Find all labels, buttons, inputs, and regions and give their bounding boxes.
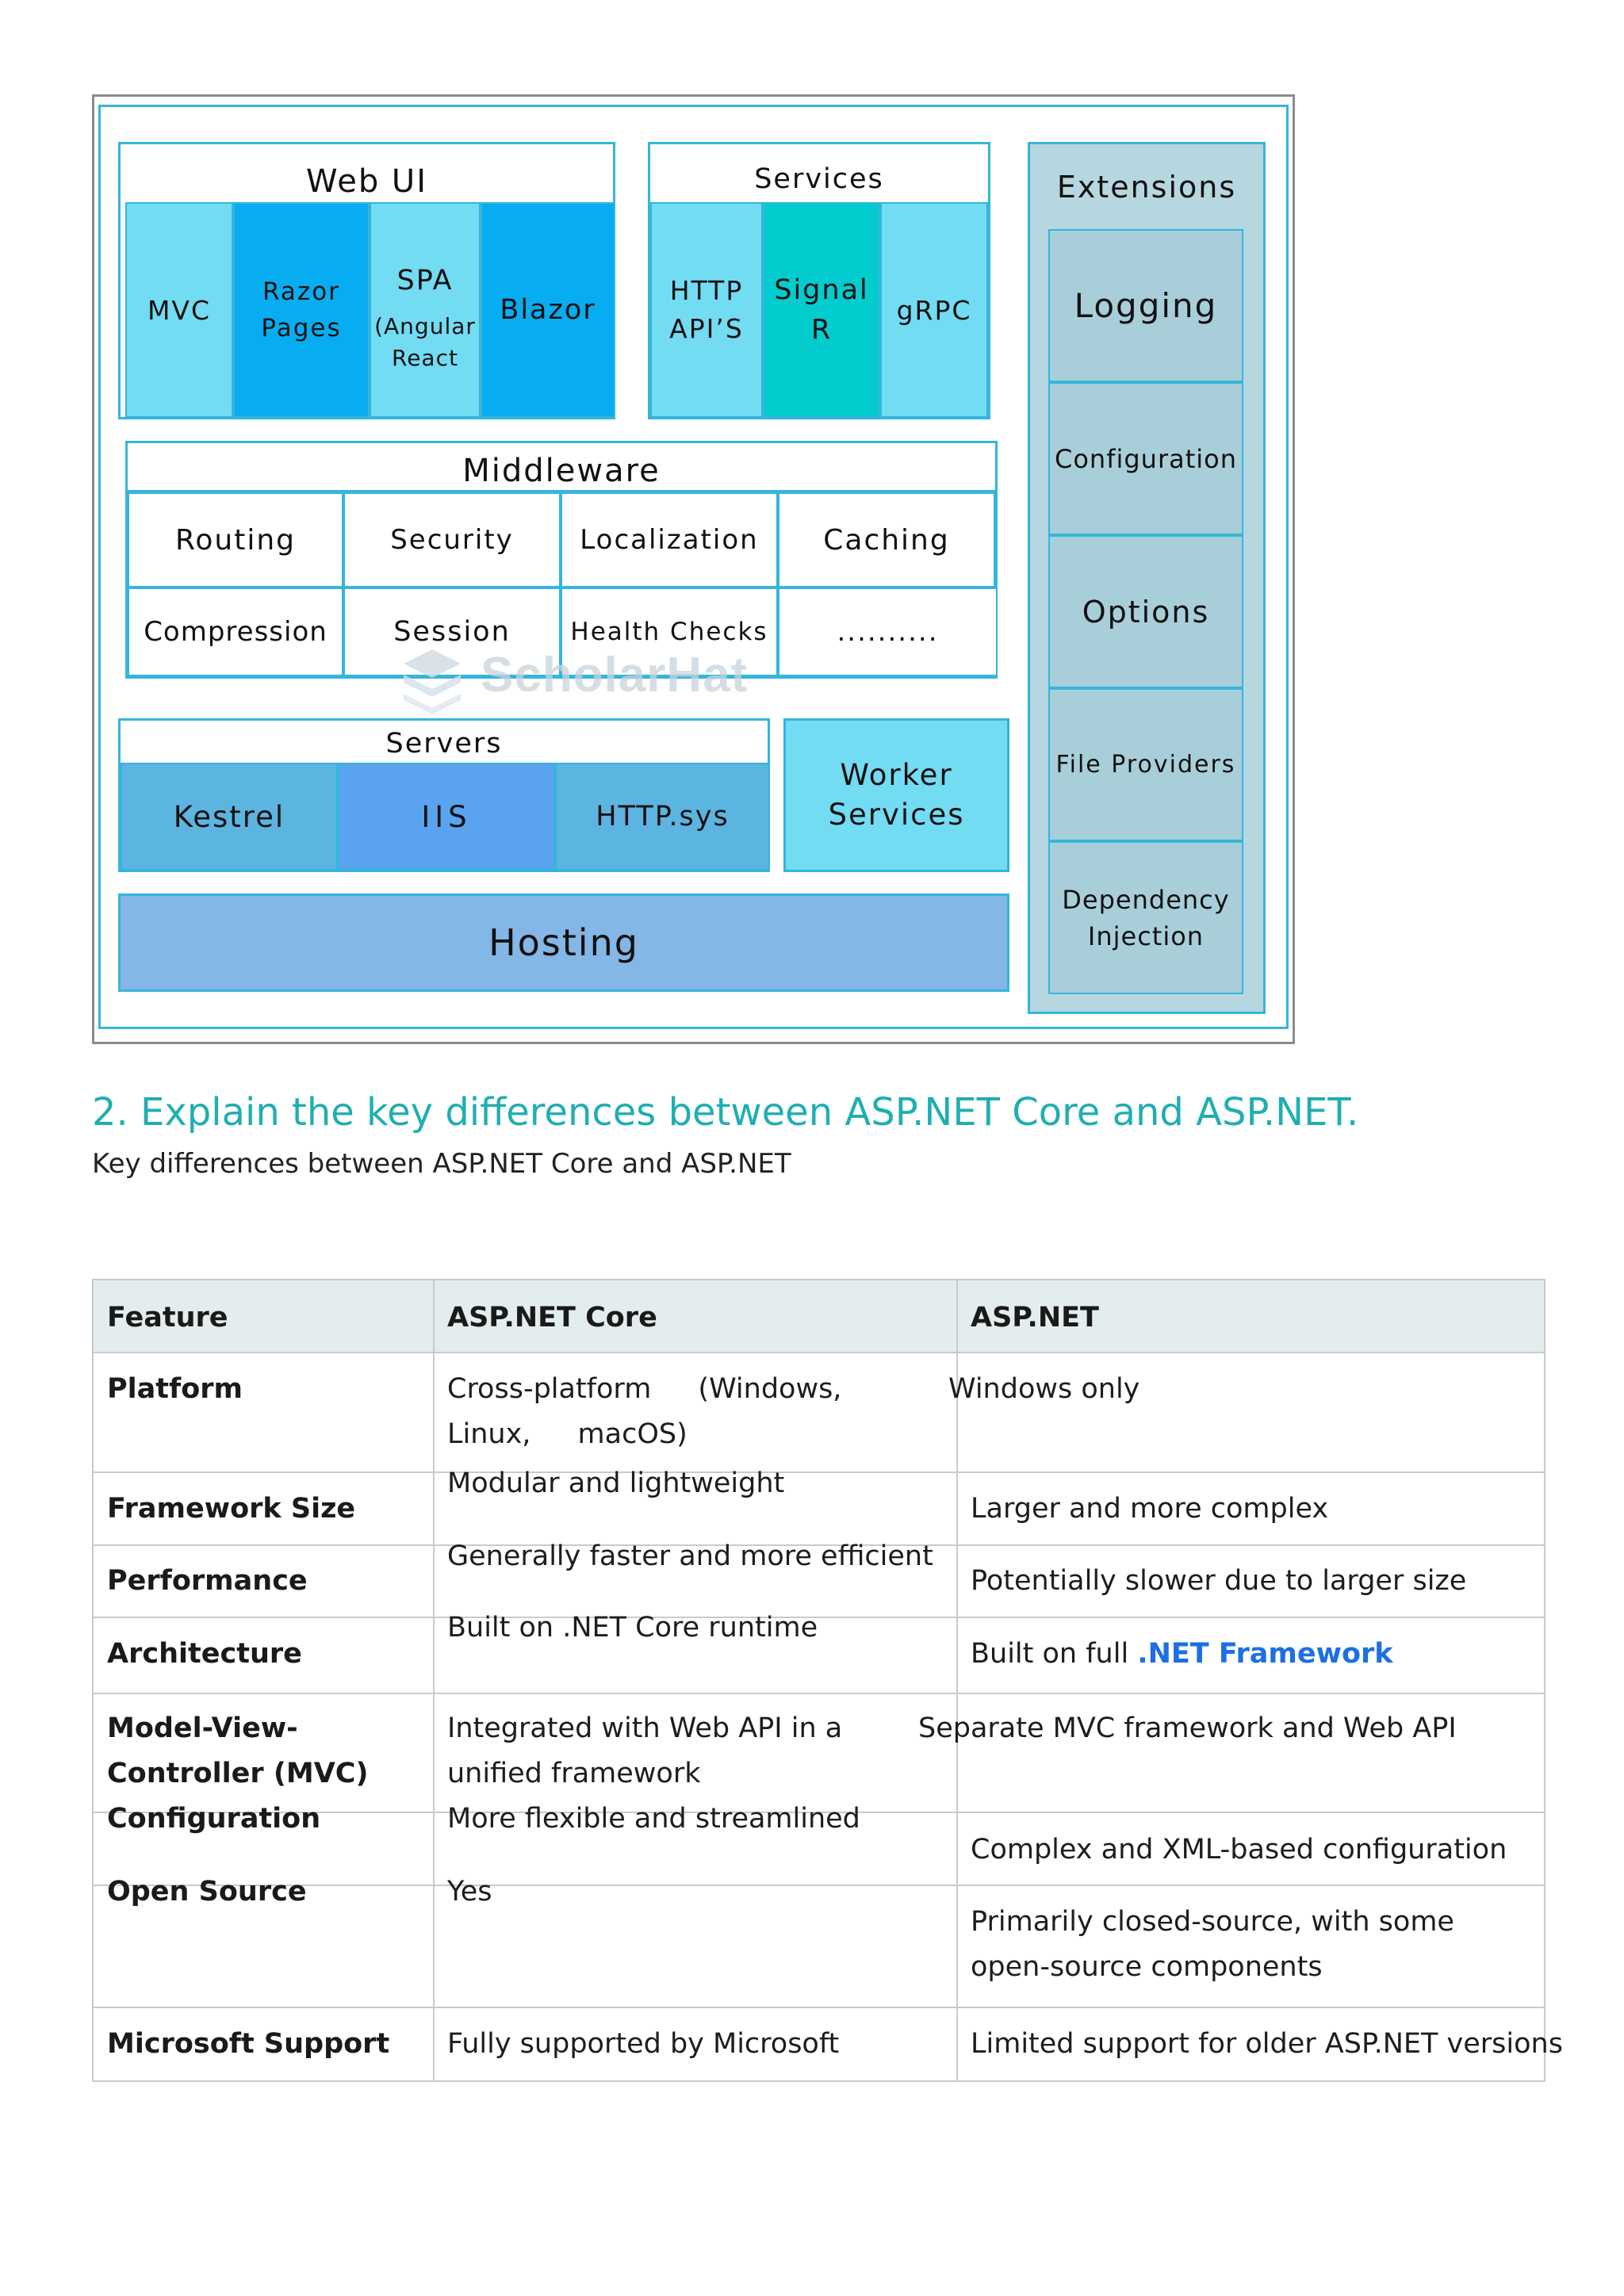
services-title: Services — [754, 163, 884, 195]
configuration-box: Configuration — [1048, 382, 1243, 535]
http-sys-box: HTTP.sys — [555, 763, 770, 871]
section-heading: 2. Explain the key differences between A… — [92, 1090, 1359, 1135]
scholarhat-logo-icon — [400, 646, 464, 716]
hosting-label: Hosting — [488, 921, 639, 964]
iis-label: IIS — [421, 799, 472, 834]
grpc-label: gRPC — [896, 294, 972, 326]
table-cell-aspnet: Built on full .NET Framework — [971, 1632, 1393, 1677]
spa-label: SPA — [396, 265, 454, 297]
worker-services-label: Worker Services — [828, 758, 965, 832]
comparison-table — [92, 1279, 1545, 2082]
net-framework-link[interactable]: .NET Framework — [1137, 1638, 1393, 1670]
compression-label: Compression — [144, 616, 327, 648]
table-cell-core: Generally faster and more efficient — [447, 1540, 933, 1572]
table-cell-core: Yes — [447, 1876, 492, 1908]
localization-label: Localization — [580, 524, 759, 556]
middleware-title: Middleware — [462, 453, 661, 489]
signalr-label: Signal R — [774, 274, 869, 346]
dependency-injection-label: Dependency Injection — [1062, 884, 1230, 951]
table-cell-aspnet: Complex and XML-based configuration — [971, 1834, 1507, 1866]
http-apis-box: HTTP API’S — [650, 202, 763, 418]
table-header-aspnet-core: ASP.NET Core — [447, 1302, 657, 1334]
worker-services-box: Worker Services — [783, 718, 1009, 872]
table-cell-core: Cross-platform (Windows, Linux, macOS) — [447, 1373, 842, 1450]
table-cell-core: Built on .NET Core runtime — [447, 1612, 818, 1644]
routing-box: Routing — [128, 492, 343, 587]
table-header-aspnet: ASP.NET — [971, 1302, 1099, 1334]
table-cell-core: More flexible and streamlined — [447, 1803, 860, 1835]
table-cell-feature: Microsoft Support — [107, 2028, 390, 2060]
table-cell-core: Fully supported by Microsoft — [447, 2028, 840, 2060]
table-cell-feature: Open Source — [107, 1876, 307, 1908]
blazor-label: Blazor — [500, 294, 596, 326]
compression-box: Compression — [128, 587, 343, 676]
file-providers-box: File Providers — [1048, 688, 1243, 841]
extensions-title: Extensions — [1056, 170, 1237, 205]
logging-label: Logging — [1074, 286, 1218, 325]
table-header-feature: Feature — [107, 1302, 228, 1334]
table-cell-feature: Framework Size — [107, 1493, 356, 1525]
scholarhat-watermark: ScholarHat — [481, 648, 749, 702]
security-label: Security — [390, 524, 514, 556]
hosting-box: Hosting — [118, 894, 1009, 992]
dependency-injection-box: Dependency Injection — [1048, 841, 1243, 994]
health-checks-label: Health Checks — [570, 618, 768, 646]
diagram-inner-frame — [98, 105, 1289, 1029]
configuration-label: Configuration — [1054, 443, 1237, 474]
iis-box: IIS — [338, 763, 555, 871]
table-cell-aspnet: Primarily closed-source, with some open-… — [971, 1906, 1454, 1983]
architecture-prefix: Built on full — [971, 1638, 1138, 1670]
spa-box: SPA (Angular React — [370, 202, 481, 418]
signalr-box: Signal R — [763, 202, 880, 418]
file-providers-label: File Providers — [1055, 751, 1236, 779]
table-header-row — [94, 1280, 1544, 1352]
middleware-title-divider — [128, 490, 995, 492]
http-sys-label: HTTP.sys — [596, 801, 730, 832]
table-cell-feature: Performance — [107, 1565, 308, 1597]
table-cell-aspnet: Larger and more complex — [971, 1493, 1329, 1525]
table-cell-aspnet: Limited support for older ASP.NET versio… — [971, 2028, 1563, 2060]
options-box: Options — [1048, 535, 1243, 688]
options-label: Options — [1082, 594, 1210, 629]
mvc-label: MVC — [147, 294, 212, 326]
blazor-box: Blazor — [481, 202, 615, 418]
kestrel-label: Kestrel — [173, 799, 285, 834]
table-cell-aspnet: Potentially slower due to larger size — [971, 1565, 1467, 1597]
security-box: Security — [343, 492, 561, 587]
section-subheading: Key differences between ASP.NET Core and… — [92, 1148, 791, 1180]
razor-pages-label: Razor Pages — [261, 277, 342, 342]
table-cell-aspnet: Separate MVC framework and Web API — [918, 1712, 1457, 1744]
mvc-box: MVC — [125, 202, 233, 418]
grpc-box: gRPC — [880, 202, 988, 418]
more-middleware-box: .......... — [778, 587, 998, 676]
razor-pages-box: Razor Pages — [233, 202, 370, 418]
caching-label: Caching — [823, 523, 950, 557]
more-middleware-label: .......... — [837, 616, 939, 648]
servers-title: Servers — [385, 728, 503, 760]
kestrel-box: Kestrel — [121, 763, 338, 871]
health-checks-box: Health Checks — [561, 587, 778, 676]
session-label: Session — [393, 616, 511, 648]
routing-label: Routing — [174, 523, 297, 557]
table-cell-core: Integrated with Web API in a unified fra… — [447, 1712, 843, 1789]
spa-frameworks-label: (Angular React — [374, 313, 476, 371]
table-cell-feature: Configuration — [107, 1803, 321, 1835]
table-cell-core: Modular and lightweight — [447, 1468, 785, 1499]
caching-box: Caching — [778, 492, 995, 587]
http-apis-label: HTTP API’S — [669, 275, 744, 344]
web-ui-title: Web UI — [306, 163, 427, 200]
localization-box: Localization — [561, 492, 778, 587]
table-cell-feature: Architecture — [107, 1638, 302, 1670]
table-cell-aspnet: Windows only — [948, 1373, 1140, 1405]
table-cell-feature: Model-View-Controller (MVC) — [107, 1712, 369, 1789]
table-cell-feature: Platform — [107, 1373, 243, 1405]
logging-box: Logging — [1048, 229, 1243, 382]
